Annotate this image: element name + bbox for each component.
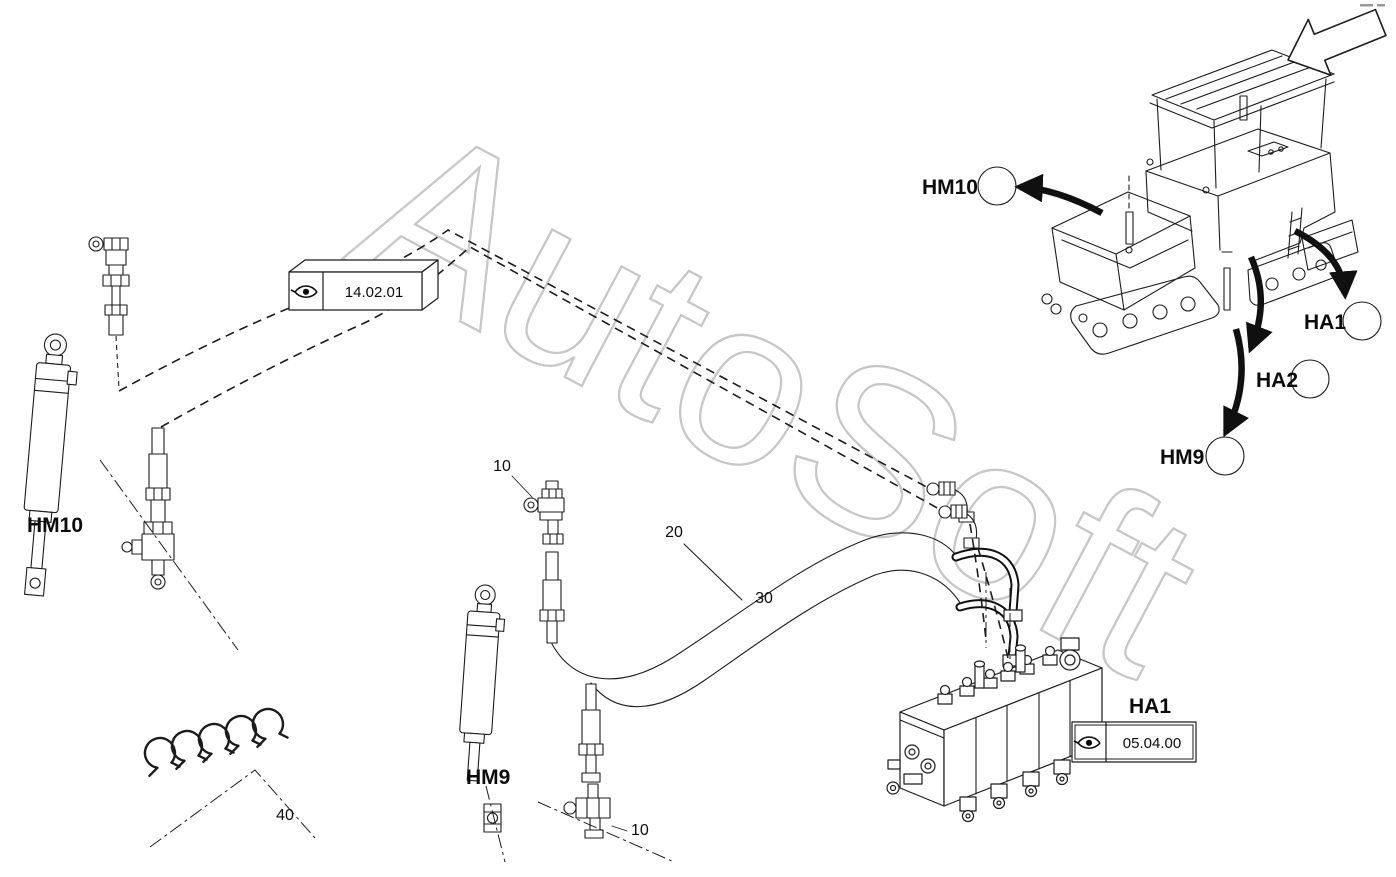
callout-ha2: HA2 [1246,255,1330,399]
callout-hm9-label: HM9 [1160,446,1204,469]
callout-ha2-label: HA2 [1256,369,1298,392]
callout-ha1-label: HA1 [1304,311,1346,334]
item-number-20[interactable]: 20 [665,524,683,541]
label-ha1: HA1 [1129,695,1171,718]
see-reference-tag-14-02-01[interactable]: 14.02.01 [288,259,439,311]
clevis-hm9 [483,803,502,833]
watermark: AutoSoft [319,70,1238,725]
callout-hm10: HM10 [922,166,1104,216]
valve-block-side-ports [886,744,936,795]
centerline-tee [99,459,239,651]
fitting-stack-tee [121,427,175,590]
valve-block-ha1 [886,523,1103,823]
valve-block-top-fittings [937,637,1081,705]
elbow-tubes [951,547,1023,667]
paver-machine-illustration [1041,49,1359,355]
hose-lines [551,532,963,708]
fitting-stack-upper-left [88,236,130,336]
reference-code: 14.02.01 [345,284,403,301]
centerline-hm9 [485,785,506,863]
valve-block-cartridges [959,759,1071,823]
cylinder-hm10 [23,333,78,597]
callout-hm10-label: HM10 [922,176,978,199]
item-number-30[interactable]: 30 [755,590,773,607]
item-number-10-lower[interactable]: 10 [631,822,649,839]
view-direction-arrow-icon [1287,8,1387,76]
label-hm9: HM9 [466,766,510,789]
see-reference-tag-05-04-00[interactable]: 05.04.00 [1071,721,1197,763]
fitting-item-10-upper [511,475,565,644]
label-hm10: HM10 [27,514,83,537]
callout-ha1: HA1 [1293,228,1382,341]
callout-hm9: HM9 [1160,328,1249,476]
fitting-item-10-lower [563,683,628,839]
cylinder-hm9 [459,584,506,782]
hose-clamps [143,707,316,848]
print-marks [1360,4,1385,7]
reference-code: 05.04.00 [1123,735,1181,752]
item-number-10-upper[interactable]: 10 [493,458,511,475]
item-number-40[interactable]: 40 [276,807,294,824]
hose-end-elbow-fittings [926,481,980,549]
